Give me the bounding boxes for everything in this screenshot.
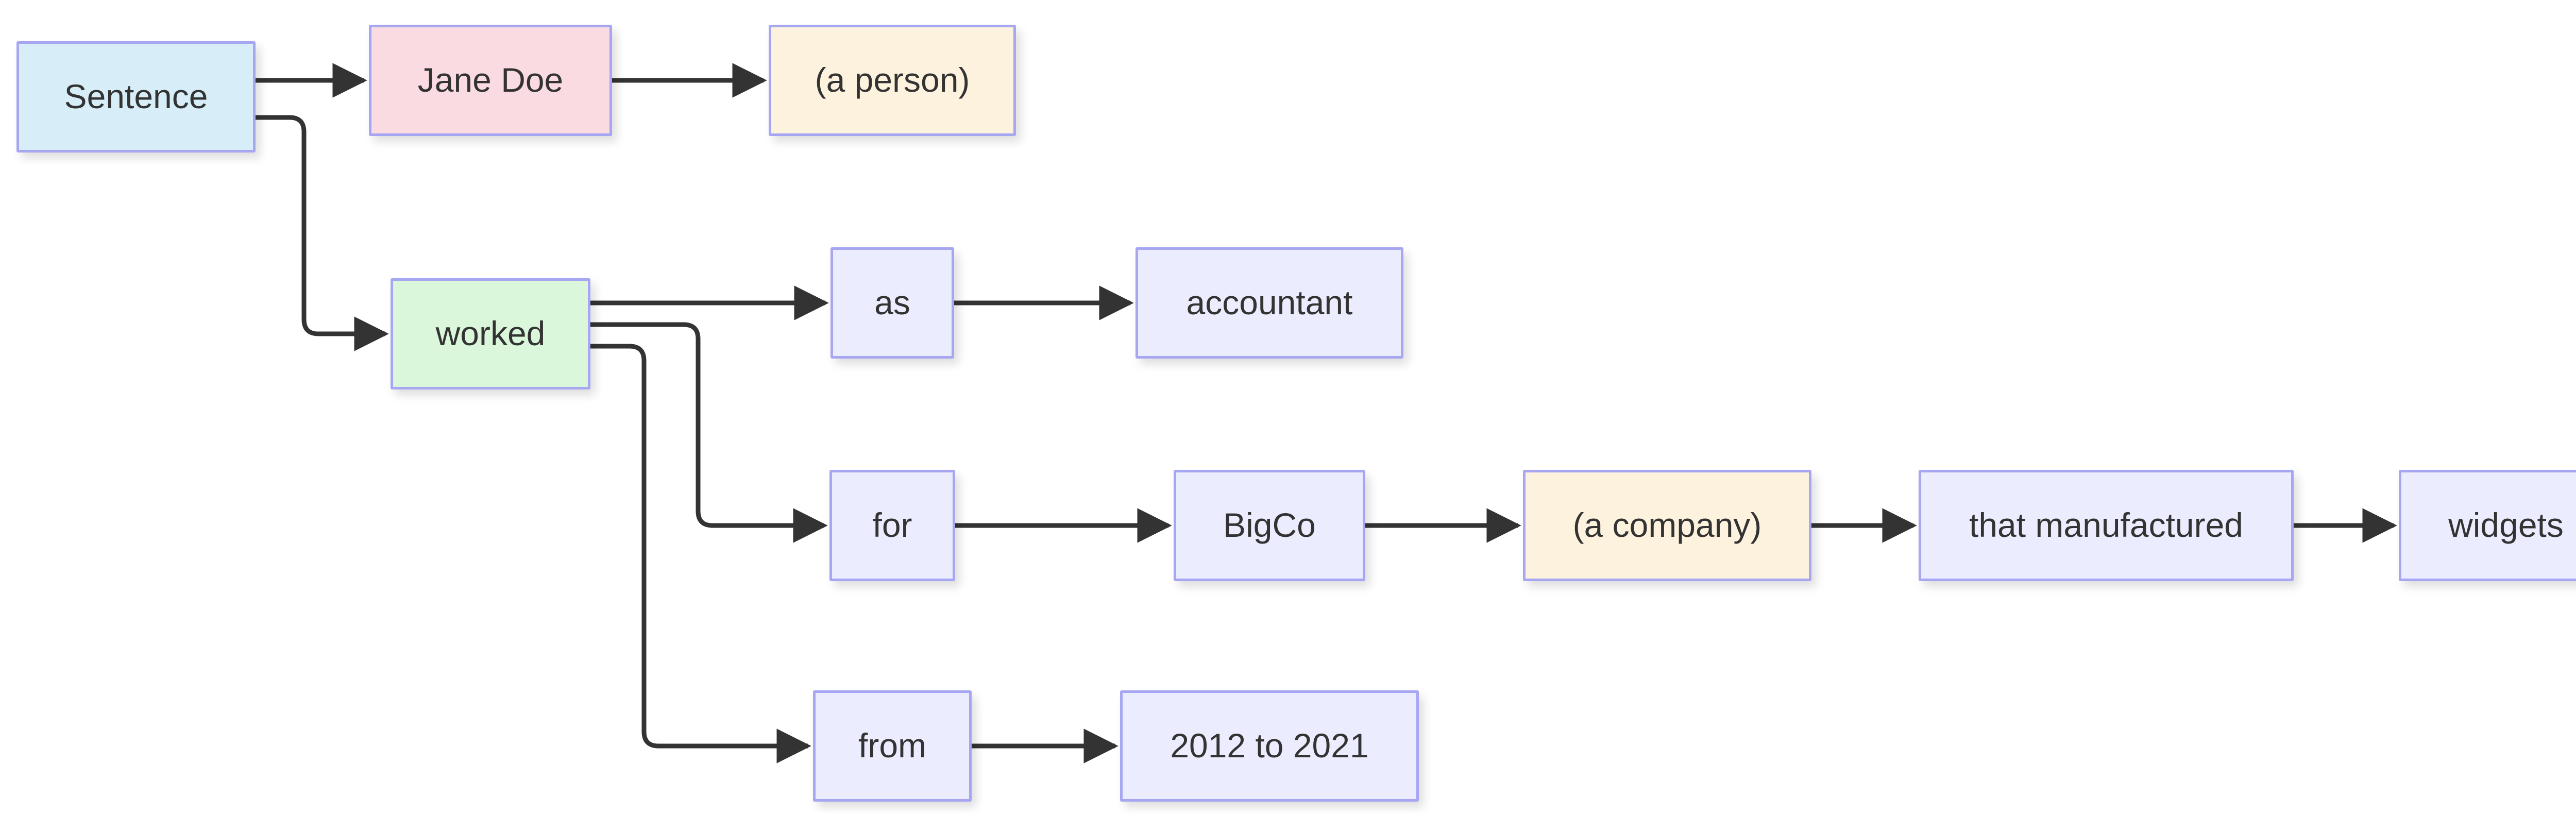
node-jane-doe: Jane Doe — [369, 25, 612, 136]
node-dates-label: 2012 to 2021 — [1170, 726, 1369, 765]
node-as-label: as — [874, 283, 910, 322]
node-accountant-label: accountant — [1186, 283, 1353, 322]
node-for-label: for — [872, 506, 912, 545]
node-from-label: from — [858, 726, 926, 765]
node-worked-label: worked — [435, 314, 546, 353]
node-as: as — [831, 247, 954, 359]
edge-worked-from — [590, 344, 811, 764]
node-a-person-label: (a person) — [815, 61, 970, 99]
node-jane-doe-label: Jane Doe — [417, 61, 564, 99]
node-that-manufactured: that manufactured — [1919, 470, 2294, 581]
node-bigco-label: BigCo — [1223, 506, 1316, 545]
node-accountant: accountant — [1136, 247, 1403, 359]
node-widgets-label: widgets — [2448, 506, 2564, 545]
node-bigco: BigCo — [1174, 470, 1365, 581]
node-that-manufactured-label: that manufactured — [1969, 506, 2243, 545]
node-worked: worked — [391, 278, 590, 389]
node-for: for — [829, 470, 955, 581]
edge-worked-for — [590, 322, 828, 543]
node-widgets: widgets — [2399, 470, 2576, 581]
node-a-company: (a company) — [1523, 470, 1811, 581]
node-a-company-label: (a company) — [1572, 506, 1762, 545]
node-from: from — [813, 690, 972, 802]
node-sentence-label: Sentence — [64, 77, 208, 116]
node-a-person: (a person) — [769, 25, 1016, 136]
node-sentence: Sentence — [16, 41, 256, 152]
node-dates: 2012 to 2021 — [1120, 690, 1419, 802]
edge-sentence-worked — [256, 115, 389, 351]
